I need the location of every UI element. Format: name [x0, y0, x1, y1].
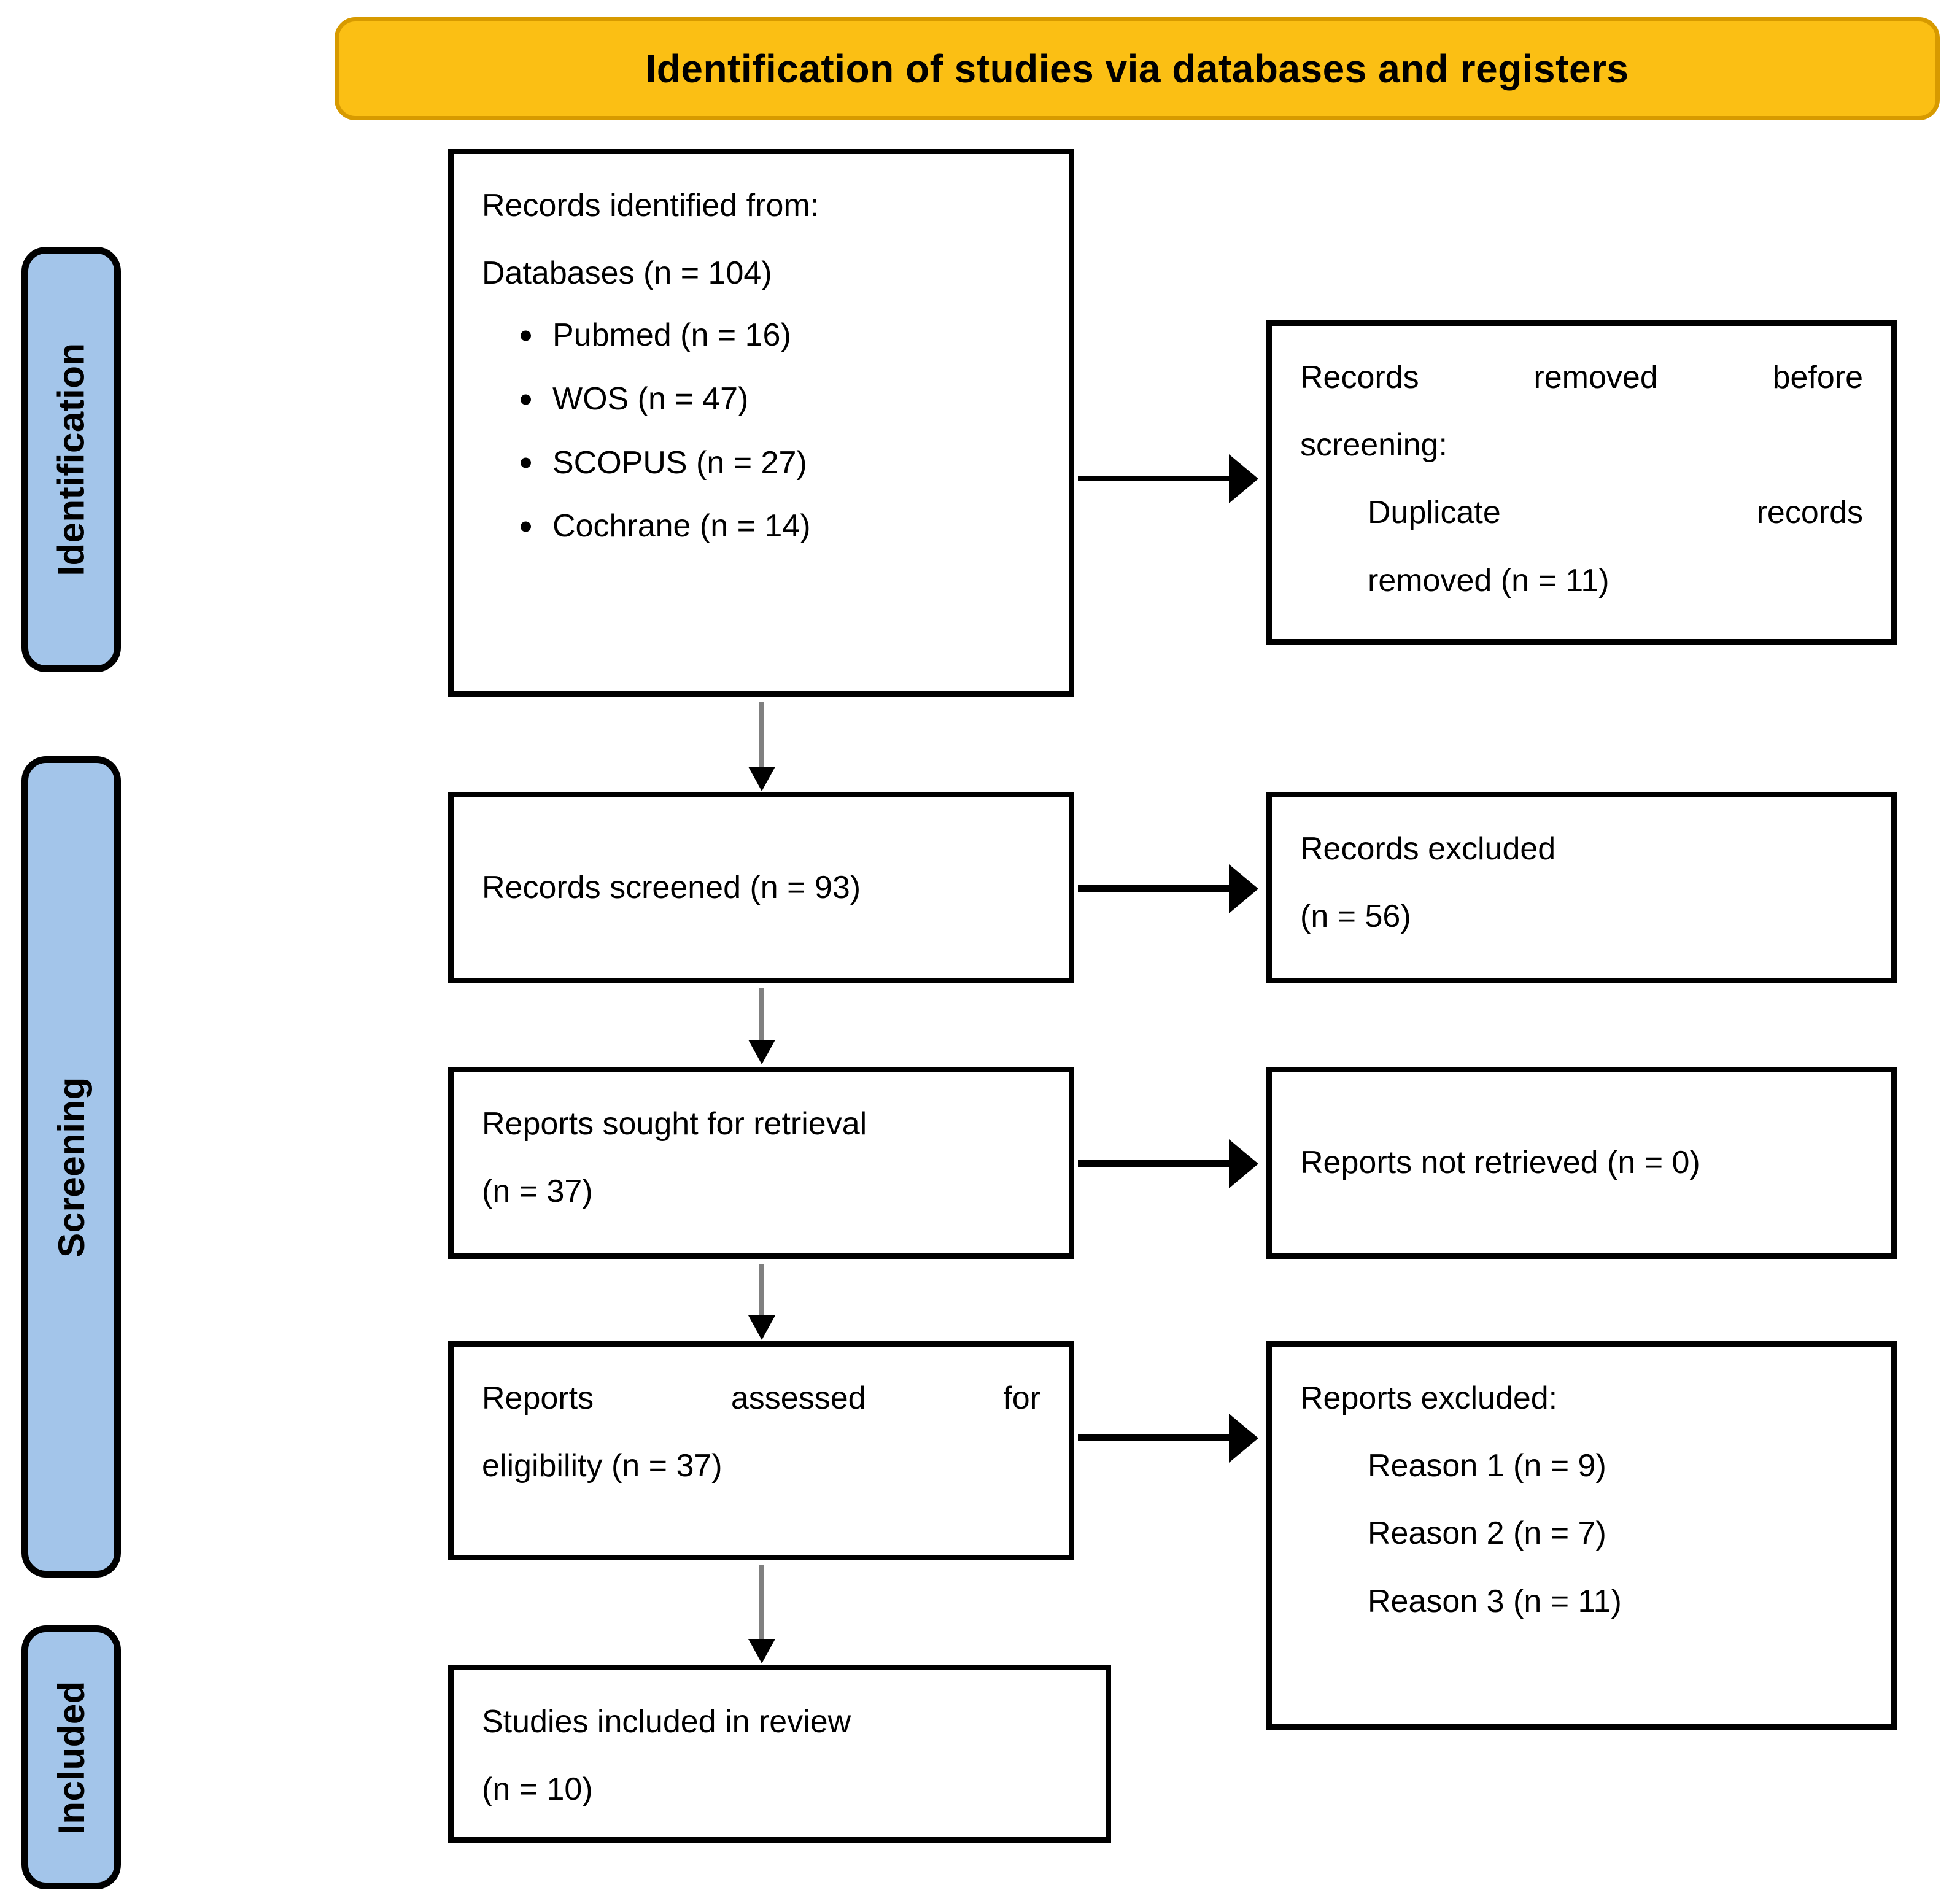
studies-included-line2: (n = 10) [482, 1771, 593, 1808]
stage-label-included: Included [50, 1680, 92, 1835]
records-excluded-line1: Records excluded [1300, 831, 1556, 867]
source-label: Cochrane (n = 14) [552, 508, 811, 544]
reports-excluded-heading: Reports excluded: [1300, 1380, 1558, 1416]
box-reports-sought: Reports sought for retrieval (n = 37) [448, 1067, 1074, 1259]
bullet-icon [521, 394, 531, 405]
bullet-icon [521, 457, 531, 468]
arrow-right-sought-to-not-retrieved [1078, 1160, 1231, 1167]
records-excluded-line2: (n = 56) [1300, 899, 1411, 935]
box-studies-included: Studies included in review (n = 10) [448, 1665, 1111, 1843]
arrow-right-identified-to-removed [1078, 476, 1231, 481]
studies-included-line1: Studies included in review [482, 1704, 851, 1740]
source-label: Pubmed (n = 16) [552, 317, 791, 354]
arrow-right-assessed-to-reports-excluded [1078, 1434, 1231, 1441]
diagram-title: Identification of studies via databases … [645, 46, 1629, 91]
box-records-identified: Records identified from: Databases (n = … [448, 149, 1074, 697]
reports-assessed-line1: Reports assessed for [482, 1380, 1040, 1416]
database-source-list: Pubmed (n = 16) WOS (n = 47) SCOPUS (n =… [482, 315, 1040, 547]
arrow-down-screened-to-sought [759, 988, 764, 1042]
reports-excluded-reason-1: Reason 1 (n = 9) [1368, 1448, 1606, 1484]
reports-not-retrieved-text: Reports not retrieved (n = 0) [1300, 1145, 1700, 1181]
bullet-icon [521, 521, 531, 532]
stage-pill-included: Included [21, 1625, 121, 1889]
box-reports-not-retrieved: Reports not retrieved (n = 0) [1266, 1067, 1897, 1259]
records-screened-text: Records screened (n = 93) [482, 869, 861, 905]
arrow-down-identified-to-screened [759, 702, 764, 769]
bullet-icon [521, 330, 531, 341]
records-identified-databases: Databases (n = 104) [482, 255, 772, 292]
list-item: Cochrane (n = 14) [521, 506, 1040, 548]
records-removed-line1: Records removed before [1300, 360, 1863, 395]
records-identified-heading: Records identified from: [482, 188, 819, 223]
box-records-screened: Records screened (n = 93) [448, 792, 1074, 983]
stage-label-screening: Screening [50, 1076, 92, 1258]
reports-sought-line1: Reports sought for retrieval [482, 1106, 867, 1142]
records-removed-line4: removed (n = 11) [1368, 562, 1609, 598]
reports-sought-line2: (n = 37) [482, 1174, 593, 1210]
arrow-right-screened-to-excluded [1078, 885, 1231, 892]
records-removed-line3: Duplicate records [1368, 495, 1863, 531]
arrow-down-sought-to-assessed [759, 1264, 764, 1318]
stage-pill-identification: Identification [21, 247, 121, 672]
box-reports-excluded: Reports excluded: Reason 1 (n = 9) Reaso… [1266, 1341, 1897, 1730]
source-label: WOS (n = 47) [552, 381, 749, 417]
box-records-excluded: Records excluded (n = 56) [1266, 792, 1897, 983]
reports-excluded-reason-2: Reason 2 (n = 7) [1368, 1516, 1606, 1552]
box-reports-assessed: Reports assessed for eligibility (n = 37… [448, 1341, 1074, 1560]
stage-pill-screening: Screening [21, 756, 121, 1578]
arrow-down-assessed-to-included [759, 1565, 764, 1641]
list-item: WOS (n = 47) [521, 379, 1040, 420]
stage-label-identification: Identification [50, 343, 92, 576]
box-records-removed: Records removed before screening: Duplic… [1266, 320, 1897, 645]
list-item: Pubmed (n = 16) [521, 315, 1040, 357]
source-label: SCOPUS (n = 27) [552, 444, 807, 481]
reports-excluded-reason-3: Reason 3 (n = 11) [1368, 1583, 1622, 1619]
diagram-header-banner: Identification of studies via databases … [335, 17, 1940, 120]
reports-assessed-line2: eligibility (n = 37) [482, 1448, 722, 1484]
records-removed-line2: screening: [1300, 427, 1447, 463]
list-item: SCOPUS (n = 27) [521, 443, 1040, 484]
